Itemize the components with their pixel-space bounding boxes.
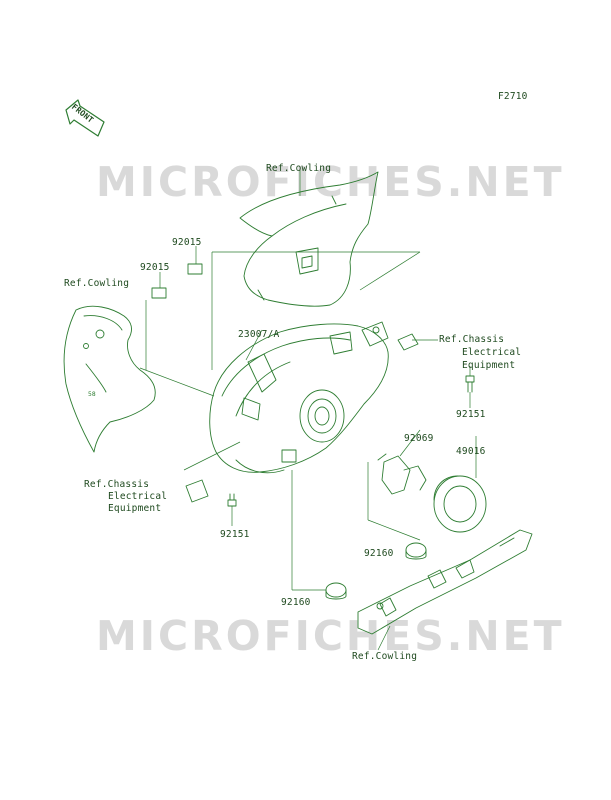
label-ref-chassis-left-1: Ref.Chassis [84,479,150,490]
clip-right [397,333,419,351]
label-part-92160-left: 92160 [281,597,311,608]
label-ref-chassis-right-2: Electrical [462,347,522,358]
label-part-92160-right: 92160 [364,548,394,559]
label-part-92015-a: 92015 [172,237,202,248]
cap-49016 [433,475,487,533]
bolt-92151-right [465,375,475,393]
headlight-assembly [209,321,389,474]
grommet-92160-right [405,542,427,560]
label-ref-cowling-top: Ref.Cowling [266,163,332,174]
label-ref-chassis-left-3: Equipment [108,503,162,514]
left-cowling: 58 [63,305,156,453]
label-part-92069: 92069 [404,433,434,444]
label-part-92151-left: 92151 [220,529,250,540]
svg-text:58: 58 [88,391,96,398]
leader-lines [139,170,477,651]
label-ref-chassis-left-2: Electrical [108,491,168,502]
label-part-23007a: 23007/A [238,329,280,340]
label-part-92151-right: 92151 [456,409,486,420]
grommet-92160-left [325,582,347,600]
label-ref-chassis-right-3: Equipment [462,360,516,371]
watermark-bottom: MICROFICHES.NET [96,612,565,660]
bulb-92069 [377,453,427,495]
label-ref-cowling-left: Ref.Cowling [64,278,130,289]
label-part-92015-b: 92015 [140,262,170,273]
clip-92015-b [151,287,167,299]
front-arrow-icon [65,99,105,137]
label-ref-chassis-right-1: Ref.Chassis [439,334,505,345]
figure-code: F2710 [498,91,528,102]
upper-cowling [239,171,379,307]
bolt-92151-left [227,493,237,507]
label-part-49016: 49016 [456,446,486,457]
watermark-top: MICROFICHES.NET [96,158,565,206]
clip-92015-a [187,263,203,275]
lower-bracket [357,529,533,635]
label-ref-cowling-bottom: Ref.Cowling [352,651,418,662]
clip-left [185,479,209,503]
